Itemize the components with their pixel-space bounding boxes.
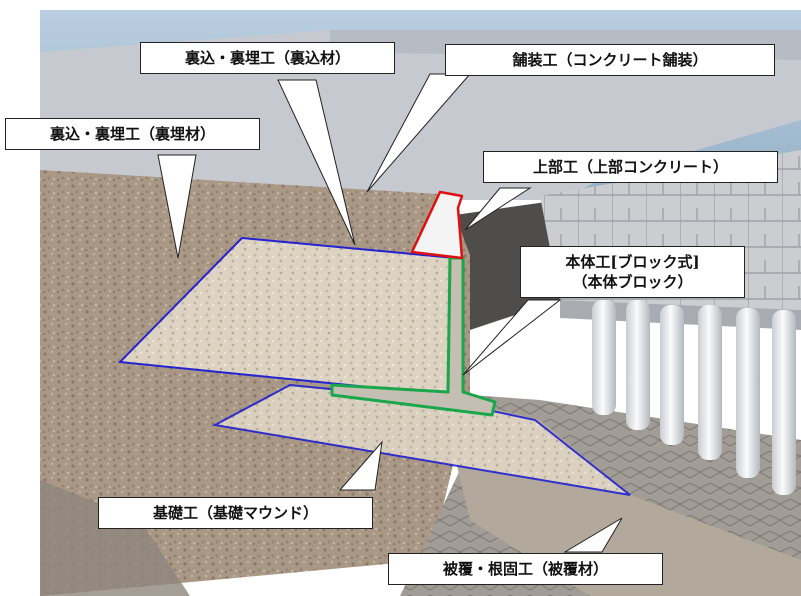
pointer-armor [563,517,623,553]
pointer-backfill-material [277,79,356,246]
label-armor: 被覆・根固工（被覆材） [442,560,608,578]
label-backfill-soil: 裏込・裏埋工（裏埋材） [49,125,215,143]
pointer-foundation [338,440,383,491]
callout-backfill-soil: 裏込・裏埋工（裏埋材） [5,118,260,150]
label-backfill-material: 裏込・裏埋工（裏込材） [184,49,350,67]
label-pavement: 舗装工（コンクリート舗装） [512,51,708,69]
label-foundation: 基礎工（基礎マウンド） [152,504,318,522]
superstructure-concrete [410,190,464,260]
seabed-slope-left [40,480,190,596]
callout-backfill-material: 裏込・裏埋工（裏込材） [140,42,395,74]
callout-superstructure: 上部工（上部コンクリート） [483,151,778,183]
pointer-superstructure [464,187,532,231]
callout-foundation: 基礎工（基礎マウンド） [98,497,373,529]
label-superstructure: 上部工（上部コンクリート） [532,158,728,176]
pointer-backfill-soil [157,154,197,259]
body-block [330,256,497,417]
callout-armor: 被覆・根固工（被覆材） [388,553,663,585]
callout-pavement: 舗装工（コンクリート舗装） [445,44,775,76]
callout-body: 本体工[ブロック式] （本体ブロック） [520,246,745,298]
label-body-line2: （本体ブロック） [572,273,693,291]
callout-pointers [157,73,623,553]
pointer-body [462,299,562,376]
label-body-line1: 本体工[ブロック式] [565,253,700,271]
pier-piles [592,300,796,495]
